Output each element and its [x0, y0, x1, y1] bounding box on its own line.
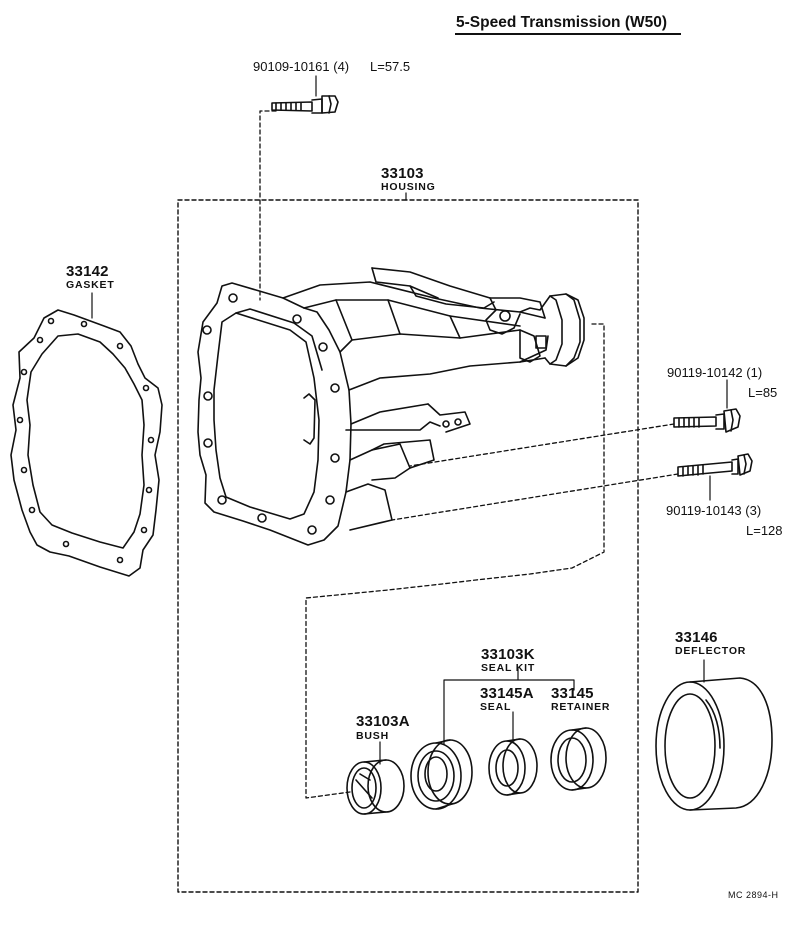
bolt-top-length: L=57.5 [370, 59, 411, 74]
seal-kit-bracket [443, 667, 575, 745]
bolt-mid-icon [673, 408, 741, 433]
seal-kit-number: 33103K [481, 646, 535, 663]
deflector-icon [655, 677, 773, 811]
figure-code: MC 2894-H [728, 890, 779, 900]
bush-name: BUSH [356, 730, 389, 742]
bolt-mid-length: L=85 [748, 385, 778, 400]
seal-name: SEAL [480, 701, 512, 713]
bolt-top-number: 90109-10161 (4) [253, 59, 350, 74]
retainer-icon [550, 727, 607, 791]
seal-kit-seal-icon [410, 739, 473, 810]
housing-icon [197, 267, 585, 546]
bolt-low-length: L=128 [746, 523, 783, 538]
deflector-number: 33146 [675, 629, 718, 646]
bolt-mid-path [409, 423, 675, 467]
retainer-name: RETAINER [551, 701, 611, 713]
housing-number: 33103 [381, 165, 424, 182]
seal-number: 33145A [480, 685, 534, 702]
title-underline [455, 33, 681, 35]
seal-icon [488, 738, 538, 796]
retainer-number: 33145 [551, 685, 594, 702]
gasket-icon [10, 309, 163, 577]
diagram-title: 5-Speed Transmission (W50) [456, 14, 668, 31]
deflector-name: DEFLECTOR [675, 645, 747, 657]
rear-assembly-path [305, 323, 605, 799]
bush-icon [346, 759, 405, 815]
seal-kit-name: SEAL KIT [481, 662, 536, 674]
housing-group-box [177, 199, 639, 893]
bolt-low-number: 90119-10143 (3) [666, 503, 762, 518]
bolt-mid-number: 90119-10142 (1) [667, 365, 763, 380]
housing-name: HOUSING [381, 181, 436, 193]
bolt-low-icon [677, 453, 753, 477]
bush-number: 33103A [356, 713, 410, 730]
bolt-top-icon [271, 95, 339, 114]
gasket-number: 33142 [66, 263, 109, 280]
bolt-low-path [391, 473, 679, 521]
bolt-top-path [259, 110, 277, 301]
gasket-name: GASKET [66, 279, 115, 291]
